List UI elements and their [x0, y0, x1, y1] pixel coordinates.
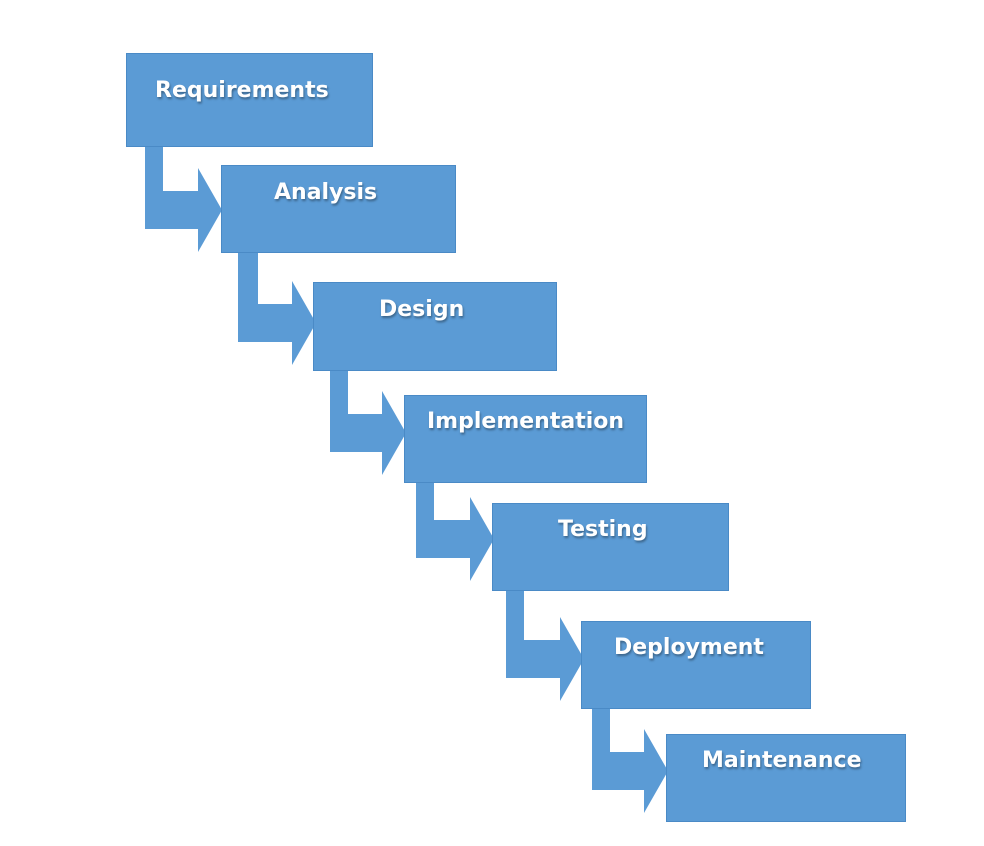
stage-label-implementation: Implementation	[427, 409, 625, 434]
stage-requirements: Requirements	[126, 53, 373, 147]
stage-label-analysis: Analysis	[274, 180, 378, 205]
stage-label-requirements: Requirements	[155, 78, 329, 103]
arrow-testing-to-deployment	[506, 589, 584, 701]
arrow-deployment-to-maintenance	[592, 708, 668, 813]
stage-testing: Testing	[492, 503, 729, 591]
arrow-implementation-to-testing	[416, 481, 494, 581]
stage-design: Design	[313, 282, 557, 371]
arrow-analysis-to-design	[238, 251, 316, 365]
stage-implementation: Implementation	[404, 395, 647, 483]
stage-label-design: Design	[379, 297, 465, 322]
stage-deployment: Deployment	[581, 621, 811, 709]
arrow-design-to-implementation	[330, 369, 406, 475]
stage-label-deployment: Deployment	[614, 635, 764, 660]
stage-label-maintenance: Maintenance	[702, 748, 862, 773]
stage-maintenance: Maintenance	[666, 734, 906, 822]
stage-label-testing: Testing	[558, 517, 648, 542]
arrow-requirements-to-analysis	[145, 146, 222, 252]
stage-analysis: Analysis	[221, 165, 456, 253]
